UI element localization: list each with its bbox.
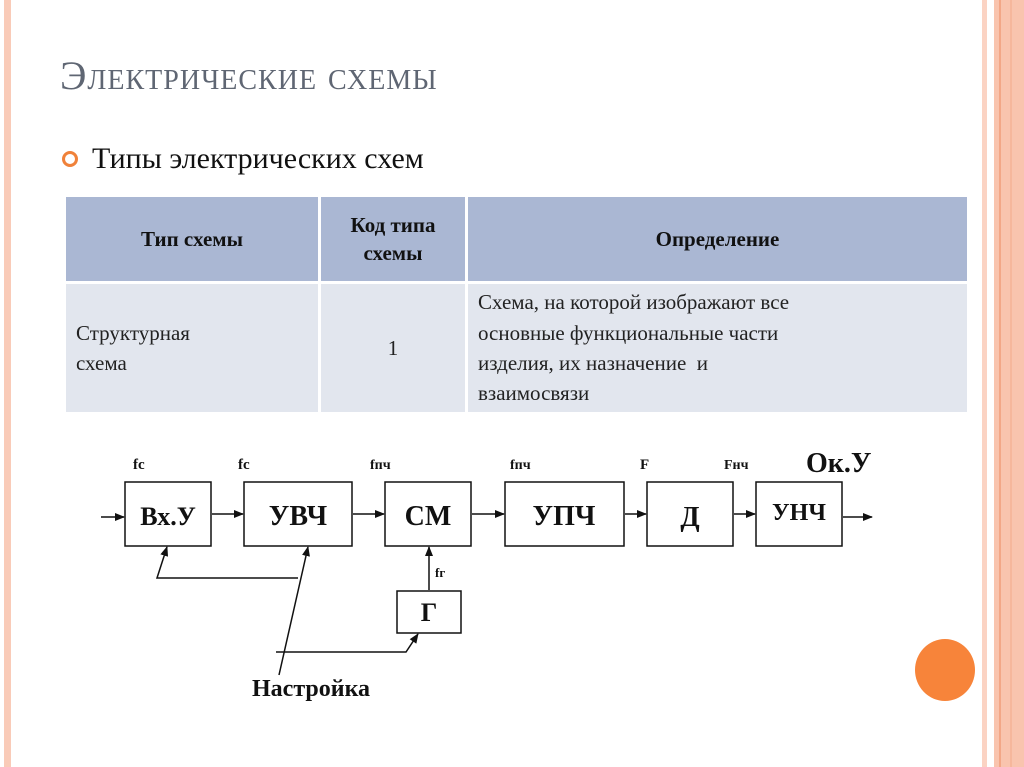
- bullet-text: Типы электрических схем: [92, 142, 424, 175]
- block-d: [646, 481, 734, 547]
- block-diagram: fc fc fпч fпч F Fнч Ок.У Вх.У УВЧ СМ УПЧ…: [101, 448, 873, 702]
- block-label-vxu: Вх.У: [140, 502, 196, 531]
- cell-code: 1: [321, 284, 465, 412]
- right-stripe-1: [982, 0, 987, 767]
- cell-definition-line: изделия, их назначение и: [478, 351, 709, 375]
- right-stripe-gap: [990, 0, 994, 767]
- block-label-uvch: УВЧ: [269, 501, 328, 532]
- cell-type-line: Структурная: [76, 320, 190, 345]
- schema-types-table: Тип схемы Код типа схемы Определение Стру…: [63, 194, 970, 415]
- block-unch: [755, 481, 843, 547]
- signal-label-sm: fпч: [370, 458, 391, 473]
- signal-label-g: fг: [435, 565, 445, 580]
- header-code: Код типа схемы: [321, 197, 465, 281]
- left-decorative-stripe: [4, 0, 11, 767]
- tuning-line-g: [276, 633, 419, 653]
- block-label-d: Д: [680, 502, 699, 533]
- block-label-unch: УНЧ: [772, 500, 826, 526]
- signal-label-upch: fпч: [510, 458, 531, 473]
- block-upch: [504, 481, 625, 547]
- tuning-line-vxu: [155, 546, 298, 579]
- signal-label-uvch: fc: [238, 457, 250, 473]
- cell-definition-line: взаимосвязи: [478, 381, 590, 406]
- bullet-circle-icon: [62, 151, 78, 167]
- cell-definition: Схема, на которой изображают все основны…: [468, 284, 967, 412]
- output-label: Ок.У: [806, 448, 871, 479]
- block-label-upch: УПЧ: [533, 501, 596, 532]
- cell-type: Структурная схема: [66, 284, 318, 412]
- header-type: Тип схемы: [66, 197, 318, 281]
- cell-definition-line: Схема, на которой изображают все: [478, 290, 790, 315]
- tuning-line-uvch: [278, 546, 310, 676]
- right-stripe-line-1: [999, 0, 1001, 767]
- cell-definition-line: основные функциональные части: [478, 320, 779, 345]
- cell-type-line: схема: [76, 351, 127, 375]
- block-uvch: [243, 481, 353, 547]
- table-row: Структурная схема 1 Схема, на которой из…: [66, 284, 967, 412]
- table-header-row: Тип схемы Код типа схемы Определение: [66, 197, 967, 281]
- bullet-item: Типы электрических схем: [62, 142, 424, 176]
- header-definition: Определение: [468, 197, 967, 281]
- signal-label-d: F: [640, 457, 649, 473]
- signal-label-unch: Fнч: [724, 458, 749, 473]
- tuning-label: Настройка: [252, 676, 370, 702]
- signal-label-vxu: fc: [133, 457, 145, 473]
- header-code-text: Код типа схемы: [351, 213, 436, 265]
- block-vxu: [124, 481, 212, 547]
- right-stripe-line-2: [1010, 0, 1012, 767]
- decorative-orange-circle: [915, 639, 975, 701]
- header-code-line: схемы: [363, 241, 423, 265]
- block-label-g: Г: [421, 598, 438, 627]
- slide-title: Электрические схемы: [60, 53, 438, 98]
- block-label-sm: СМ: [405, 501, 452, 532]
- header-code-line: Код типа: [350, 212, 436, 237]
- block-g: [396, 590, 462, 634]
